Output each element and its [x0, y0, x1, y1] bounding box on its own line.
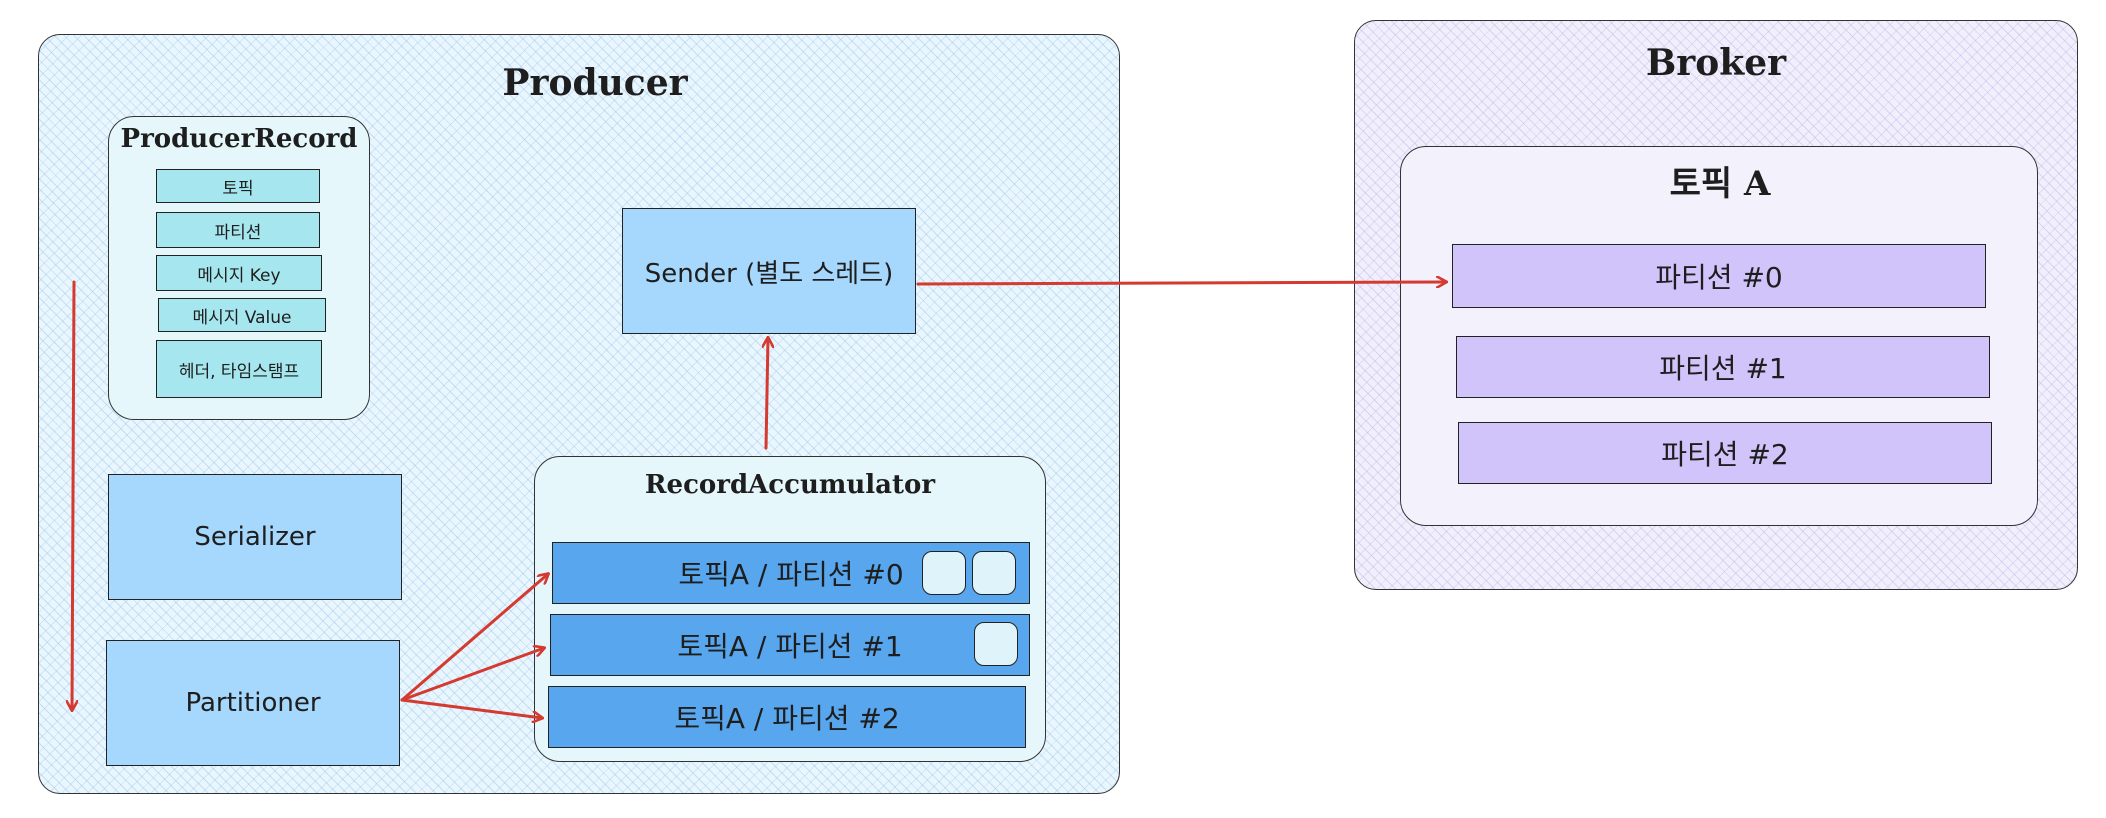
- producer-title: Producer: [502, 62, 688, 104]
- record-batch: [922, 551, 966, 595]
- broker-partition-0: 파티션 #0: [1452, 244, 1986, 308]
- accumulator-partition-1: 토픽A / 파티션 #1: [550, 614, 1030, 676]
- accumulator-partition-label: 토픽A / 파티션 #1: [677, 630, 903, 663]
- serializer-box: Serializer: [108, 474, 402, 600]
- broker-partition-1: 파티션 #1: [1456, 336, 1990, 398]
- flow-arrow-to-p2: [400, 698, 542, 718]
- record-batch: [974, 622, 1018, 666]
- accumulator-partition-2: 토픽A / 파티션 #2: [548, 686, 1026, 748]
- record-field-key: 메시지 Key: [156, 255, 322, 291]
- producer-record-title: ProducerRecord: [120, 124, 358, 154]
- record-field-value: 메시지 Value: [158, 298, 326, 332]
- partitioner-box: Partitioner: [106, 640, 400, 766]
- flow-arrow-up: [766, 338, 768, 450]
- flow-arrow-to-p0: [400, 574, 548, 702]
- flow-arrow-to-broker: [916, 282, 1446, 284]
- flow-arrow-to-p1: [400, 648, 544, 702]
- record-batch: [972, 551, 1016, 595]
- record-field-headers: 헤더, 타임스탬프: [156, 340, 322, 398]
- accumulator-partition-label: 토픽A / 파티션 #0: [678, 558, 904, 591]
- broker-partition-2: 파티션 #2: [1458, 422, 1992, 484]
- record-accumulator-title: RecordAccumulator: [644, 470, 936, 500]
- record-field-partition: 파티션: [156, 212, 320, 248]
- flow-arrow-down: [72, 280, 74, 710]
- sender-box: Sender (별도 스레드): [622, 208, 916, 334]
- broker-title: Broker: [1645, 42, 1787, 84]
- accumulator-partition-label: 토픽A / 파티션 #2: [674, 702, 900, 735]
- record-field-topic: 토픽: [156, 169, 320, 203]
- topic-a-title: 토픽 A: [1669, 164, 1771, 204]
